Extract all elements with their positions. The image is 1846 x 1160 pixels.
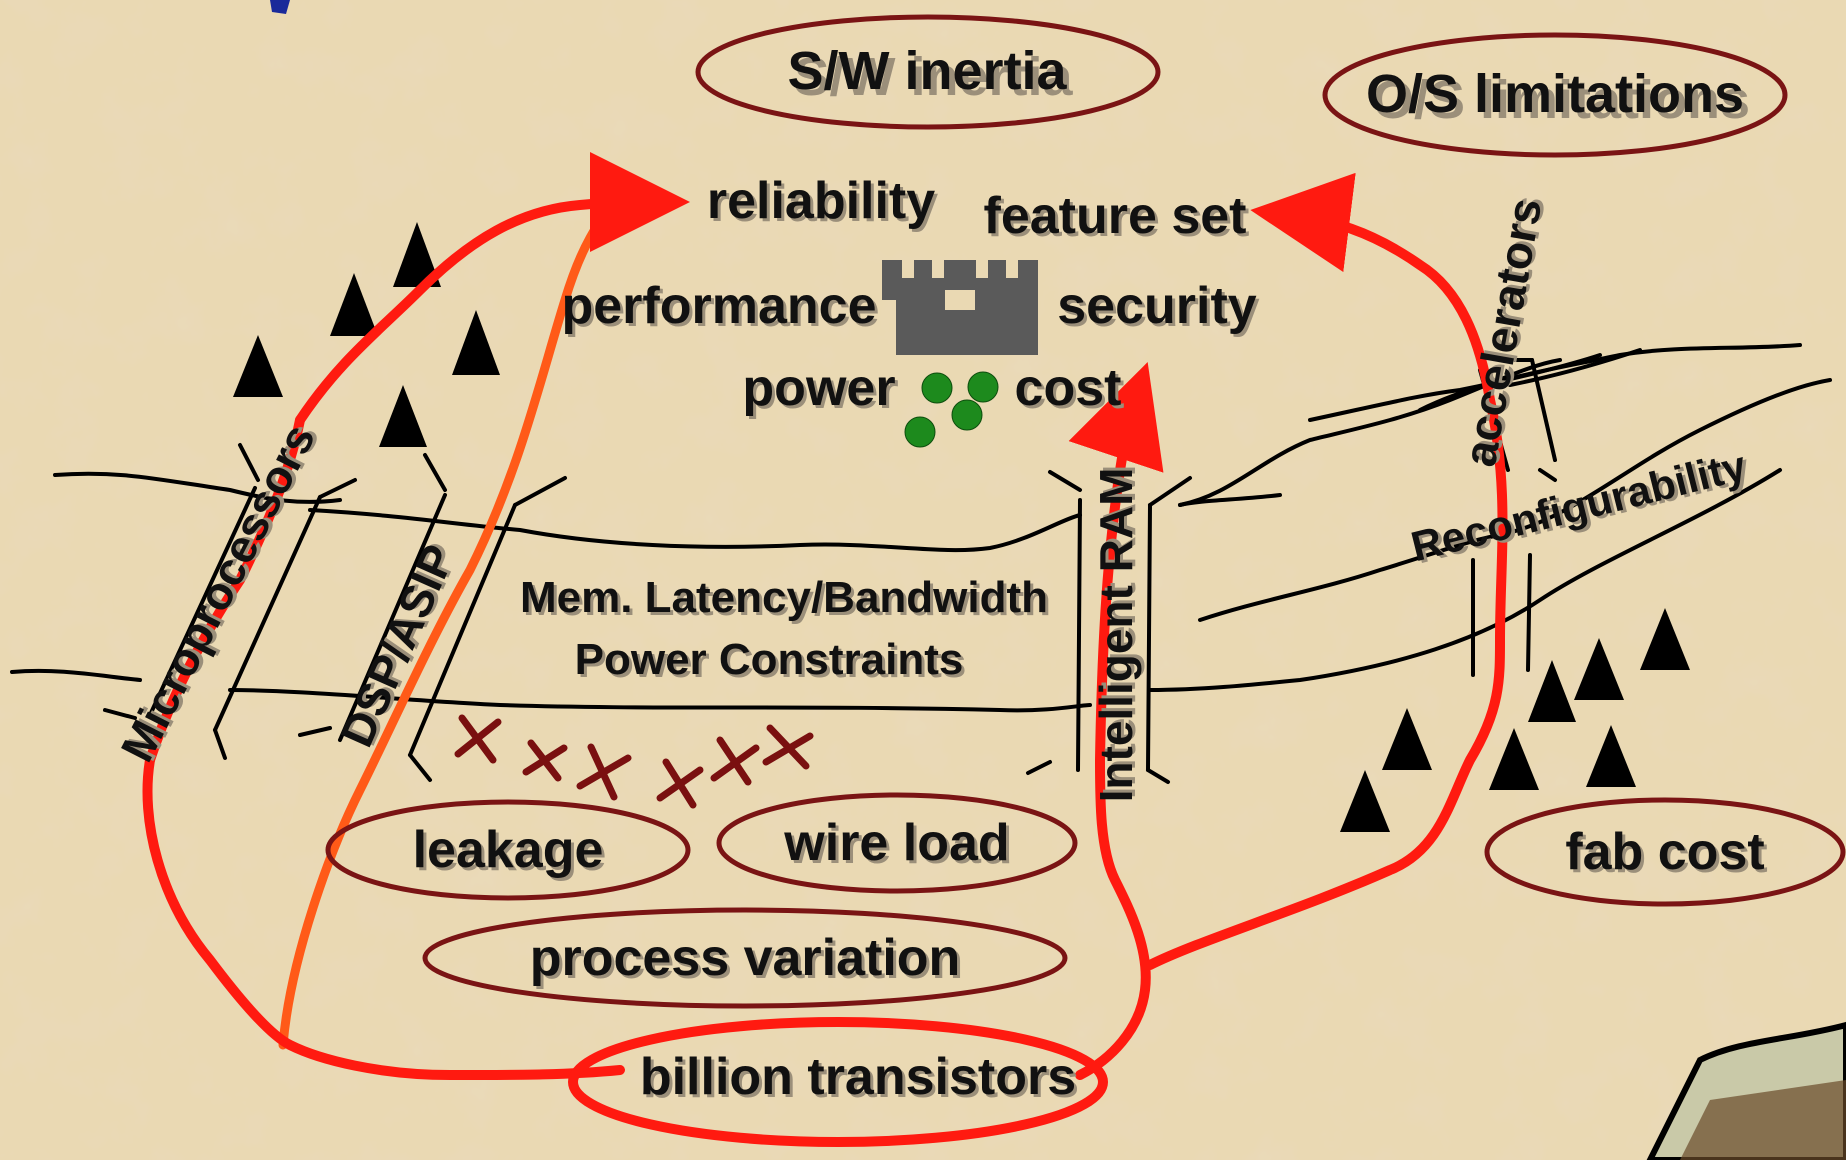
- sw-inertia-shadow: S/W inertia: [793, 47, 1073, 107]
- route-arrow-ram: [1068, 362, 1164, 473]
- cost-shadow: cost: [1018, 362, 1125, 420]
- green-dot-icon: [921, 372, 953, 404]
- ellipse-sw-inertia: [695, 14, 1161, 130]
- label-cost: cost: [1015, 359, 1122, 417]
- mountain-icon: [1640, 608, 1690, 670]
- green-dot-icon: [904, 416, 936, 448]
- fab-cost-shadow: fab cost: [1568, 826, 1767, 884]
- ellipse-billion-transistors: [568, 1017, 1108, 1147]
- green-dot-icon: [951, 399, 983, 431]
- x-mark-icon: [454, 714, 502, 764]
- label-power: power: [742, 359, 895, 417]
- terrain-lines: [10, 343, 1832, 713]
- x-mark-icon: [522, 739, 568, 782]
- x-mark-icon: [710, 736, 760, 786]
- x-mark-icon: [762, 724, 814, 770]
- intelligent-ram-shadow: Intelligent RAM: [1093, 465, 1145, 800]
- label-security: security: [1057, 277, 1257, 335]
- power-shadow: power: [745, 362, 898, 420]
- mountains-right: [1340, 608, 1690, 832]
- route-orange: [278, 203, 620, 1050]
- mountain-icon: [393, 222, 441, 287]
- river-line2-shadow: Power Constraints: [578, 638, 967, 687]
- bridge-rails: [103, 358, 1557, 784]
- route-red-main: [142, 755, 625, 1080]
- label-fab-cost: fab cost: [1565, 823, 1764, 881]
- label-mem-latency: Mem. Latency/Bandwidth: [520, 573, 1048, 622]
- mountain-icon: [1528, 660, 1576, 722]
- feature-set-shadow: feature set: [987, 190, 1250, 248]
- mountain-icon: [1340, 770, 1390, 832]
- x-mark-icon: [656, 758, 704, 809]
- x-marks: [454, 714, 814, 809]
- route-paths: [142, 152, 1508, 1080]
- ellipse-os-limitations: [1322, 32, 1788, 158]
- label-sw-inertia: S/W inertia: [787, 41, 1067, 101]
- resource-dots: [904, 371, 999, 448]
- reliability-shadow: reliability: [710, 175, 938, 233]
- mountain-icon: [1489, 728, 1539, 790]
- label-os-limitations: O/S limitations: [1366, 64, 1744, 124]
- mountain-icon: [1586, 725, 1636, 787]
- ellipse-wire-load: [716, 792, 1078, 894]
- security-shadow: security: [1060, 280, 1260, 338]
- label-leakage: leakage: [413, 821, 604, 879]
- title-fragment: [270, 0, 290, 14]
- wire-load-shadow: wire load: [786, 817, 1012, 875]
- mountain-icon: [330, 273, 378, 336]
- label-process-variation: process variation: [530, 929, 961, 987]
- label-reliability: reliability: [707, 172, 935, 230]
- leakage-shadow: leakage: [416, 824, 607, 882]
- label-power-constraints: Power Constraints: [575, 635, 964, 684]
- label-billion-transistors: billion transistors: [640, 1048, 1076, 1106]
- mountain-icon: [1382, 708, 1432, 770]
- os-limitations-shadow: O/S limitations: [1372, 70, 1750, 130]
- process-variation-shadow: process variation: [533, 932, 964, 990]
- route-red-right: [1145, 172, 1508, 970]
- label-wire-load: wire load: [783, 814, 1009, 872]
- mountain-icon: [1574, 638, 1624, 700]
- mountain-icon: [379, 385, 427, 447]
- performance-shadow: performance: [565, 280, 880, 338]
- label-feature-set: feature set: [984, 187, 1247, 245]
- river-line1-shadow: Mem. Latency/Bandwidth: [523, 576, 1051, 625]
- route-red-left: [145, 415, 305, 765]
- billion-transistors-shadow: billion transistors: [643, 1051, 1079, 1109]
- mountain-icon: [233, 335, 283, 397]
- mountains-left: [233, 222, 500, 447]
- route-red-up: [295, 152, 690, 425]
- route-red-bottom: [1075, 410, 1151, 1080]
- ellipse-process-variation: [422, 907, 1068, 1009]
- mountain-icon: [452, 310, 500, 375]
- green-dot-icon: [967, 371, 999, 403]
- castle-icon: [882, 260, 1038, 355]
- obstacle-ellipses: [325, 14, 1846, 1147]
- label-intelligent-ram: Intelligent RAM: [1090, 468, 1142, 803]
- ellipse-fab-cost: [1484, 797, 1846, 907]
- label-performance: performance: [562, 277, 877, 335]
- x-mark-icon: [576, 743, 632, 801]
- ellipse-leakage: [325, 799, 691, 901]
